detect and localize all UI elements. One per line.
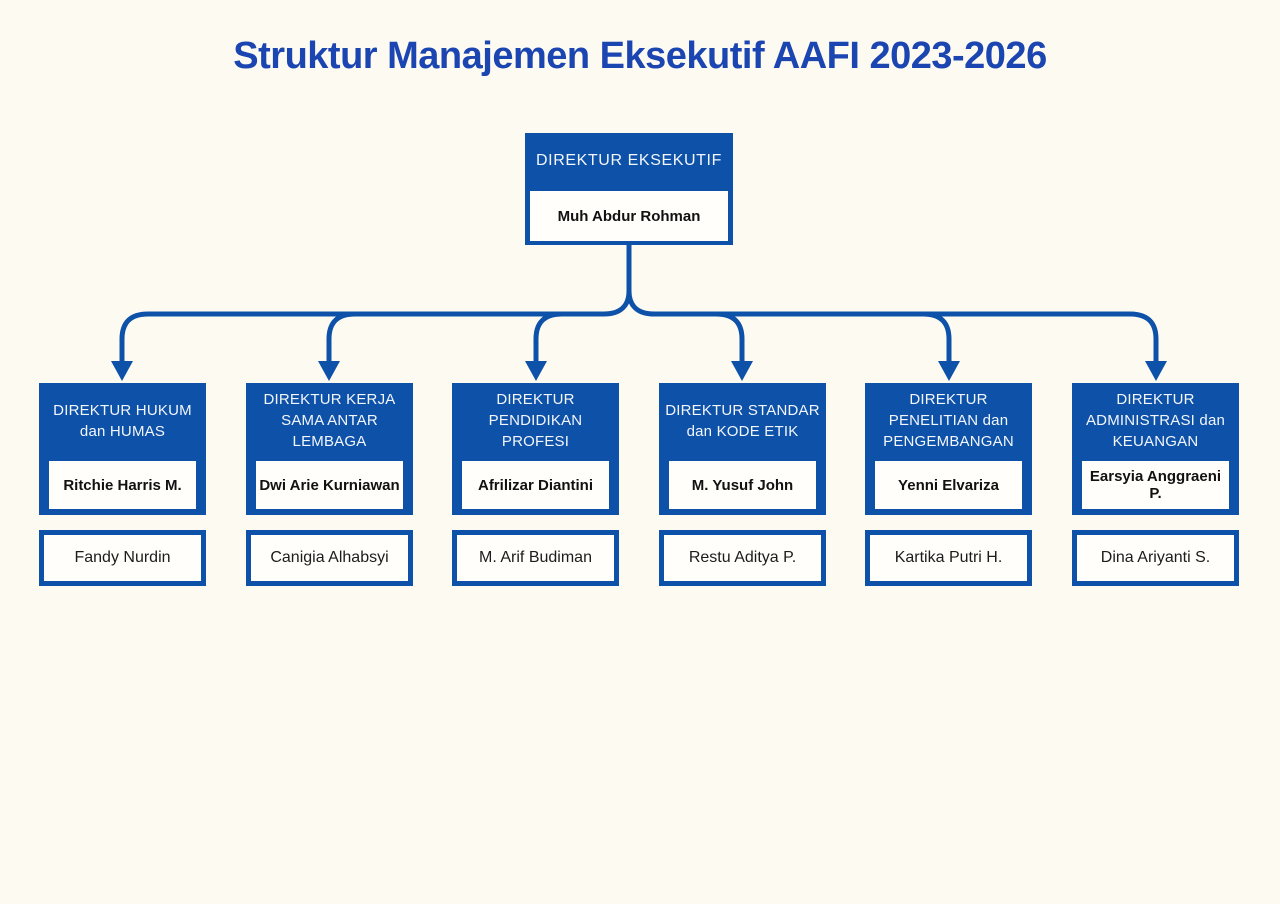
connector-branch-5	[922, 311, 952, 363]
connector-arrowheads	[111, 361, 1167, 381]
dept-head-name: Earsyia Anggraeni P.	[1082, 461, 1229, 509]
arrowhead-2	[318, 361, 340, 381]
dept-head-name: Yenni Elvariza	[875, 461, 1022, 509]
connector-branch-2	[326, 311, 356, 363]
arrowhead-5	[938, 361, 960, 381]
dept-unit-administrasi: DIREKTUR ADMINISTRASI dan KEUANGAN Earsy…	[1072, 383, 1239, 515]
connector-branch-4	[715, 311, 745, 363]
dept-title: DIREKTUR PENDIDIKAN PROFESI	[488, 391, 583, 450]
dept-unit-penelitian: DIREKTUR PENELITIAN dan PENGEMBANGAN Yen…	[865, 383, 1032, 515]
root-unit: DIREKTUR EKSEKUTIF Muh Abdur Rohman	[525, 133, 733, 245]
dept-head-name: Afrilizar Diantini	[462, 461, 609, 509]
arrowhead-6	[1145, 361, 1167, 381]
root-name: Muh Abdur Rohman	[530, 191, 728, 241]
connector-stem-left	[119, 245, 632, 363]
dept-deputy-name: Dina Ariyanti S.	[1072, 530, 1239, 586]
dept-unit-standar-kode-etik: DIREKTUR STANDAR dan KODE ETIK M. Yusuf …	[659, 383, 826, 515]
dept-head-name: M. Yusuf John	[669, 461, 816, 509]
dept-title: DIREKTUR HUKUM dan HUMAS	[53, 401, 192, 440]
dept-deputy-name: Canigia Alhabsyi	[246, 530, 413, 586]
dept-deputy-name: Restu Aditya P.	[659, 530, 826, 586]
connector-stem-right	[626, 290, 1159, 363]
dept-deputy-name: Kartika Putri H.	[865, 530, 1032, 586]
dept-deputy-name: M. Arif Budiman	[452, 530, 619, 586]
dept-title: DIREKTUR PENELITIAN dan PENGEMBANGAN	[883, 391, 1014, 450]
dept-head-name: Ritchie Harris M.	[49, 461, 196, 509]
dept-head-name: Dwi Arie Kurniawan	[256, 461, 403, 509]
dept-title: DIREKTUR STANDAR dan KODE ETIK	[665, 401, 820, 440]
arrowhead-1	[111, 361, 133, 381]
arrowhead-3	[525, 361, 547, 381]
root-title: DIREKTUR EKSEKUTIF	[536, 152, 722, 169]
dept-title: DIREKTUR KERJA SAMA ANTAR LEMBAGA	[263, 391, 396, 450]
dept-title: DIREKTUR ADMINISTRASI dan KEUANGAN	[1085, 391, 1226, 450]
dept-unit-pendidikan: DIREKTUR PENDIDIKAN PROFESI Afrilizar Di…	[452, 383, 619, 515]
arrowhead-4	[731, 361, 753, 381]
connector-branch-3	[533, 311, 563, 363]
dept-deputy-name: Fandy Nurdin	[39, 530, 206, 586]
page-title: Struktur Manajemen Eksekutif AAFI 2023-2…	[233, 35, 1047, 78]
dept-unit-kerja-sama: DIREKTUR KERJA SAMA ANTAR LEMBAGA Dwi Ar…	[246, 383, 413, 515]
dept-unit-hukum-humas: DIREKTUR HUKUM dan HUMAS Ritchie Harris …	[39, 383, 206, 515]
